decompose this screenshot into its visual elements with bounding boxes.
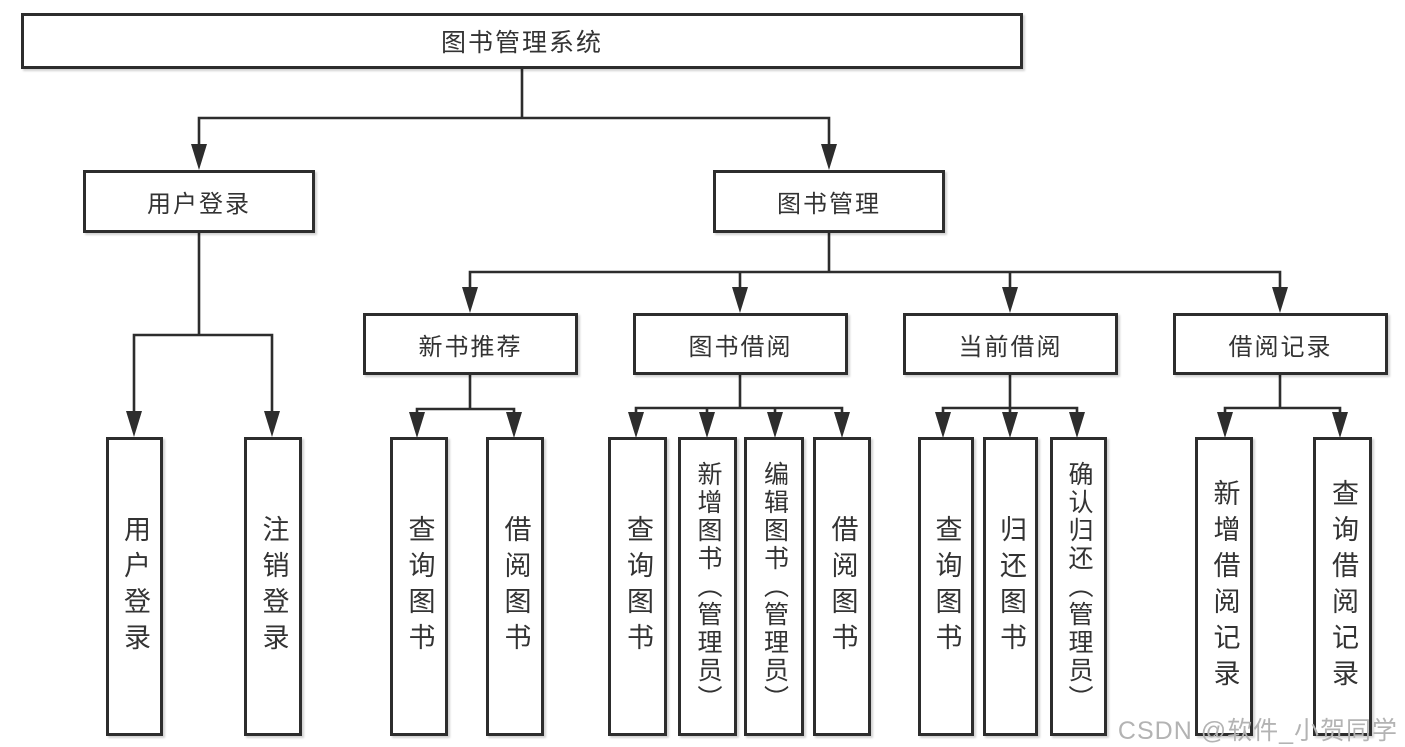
- node-book-borrow: 图书借阅: [633, 313, 848, 375]
- node-label: 当前借阅: [958, 333, 1063, 361]
- leaf-query-books-1: 查询图书: [390, 437, 448, 736]
- node-new-book-recommend: 新书推荐: [363, 313, 578, 375]
- node-label: 用户登录: [147, 191, 251, 218]
- watermark: CSDN @软件_小贺同学: [1117, 717, 1398, 745]
- node-label: 用户登录: [120, 514, 150, 659]
- leaf-confirm-return-admin: 确认归还（管理员）: [1050, 437, 1107, 736]
- node-label: 新书推荐: [418, 333, 523, 361]
- leaf-add-borrow-record: 新增借阅记录: [1195, 437, 1253, 736]
- node-label: 查询图书: [404, 514, 435, 659]
- node-label: 查询图书: [623, 514, 653, 659]
- node-label: 确认归还（管理员）: [1065, 460, 1093, 713]
- node-user-login: 用户登录: [83, 170, 315, 233]
- node-label: 查询借阅记录: [1328, 478, 1358, 695]
- leaf-query-books-2: 查询图书: [608, 437, 667, 736]
- node-label: 注销登录: [258, 514, 289, 659]
- node-label: 借阅记录: [1228, 333, 1333, 361]
- node-label: 编辑图书（管理员）: [760, 460, 789, 713]
- leaf-add-books-admin: 新增图书（管理员）: [678, 437, 737, 736]
- node-label: 借阅图书: [827, 514, 858, 659]
- node-borrow-record: 借阅记录: [1173, 313, 1388, 375]
- node-label: 新增借阅记录: [1209, 478, 1240, 695]
- node-current-borrow: 当前借阅: [903, 313, 1118, 375]
- node-library-management-system: 图书管理系统: [21, 13, 1023, 69]
- node-label: 新增图书（管理员）: [694, 460, 722, 713]
- leaf-user-login: 用户登录: [106, 437, 163, 736]
- leaf-query-borrow-record: 查询借阅记录: [1313, 437, 1372, 736]
- node-book-management: 图书管理: [713, 170, 945, 233]
- leaf-borrow-books-1: 借阅图书: [486, 437, 544, 736]
- node-label: 图书借阅: [688, 333, 793, 361]
- node-label: 图书管理: [777, 191, 881, 218]
- node-label: 借阅图书: [500, 514, 531, 659]
- leaf-return-books: 归还图书: [983, 437, 1038, 736]
- leaf-logout: 注销登录: [244, 437, 302, 736]
- node-label: 图书管理系统: [440, 29, 603, 57]
- leaf-borrow-books-2: 借阅图书: [813, 437, 871, 736]
- node-label: 归还图书: [996, 514, 1026, 659]
- leaf-edit-books-admin: 编辑图书（管理员）: [744, 437, 804, 736]
- leaf-query-books-3: 查询图书: [918, 437, 974, 736]
- node-label: 查询图书: [931, 514, 962, 659]
- arrowhead-icons: [126, 144, 1348, 438]
